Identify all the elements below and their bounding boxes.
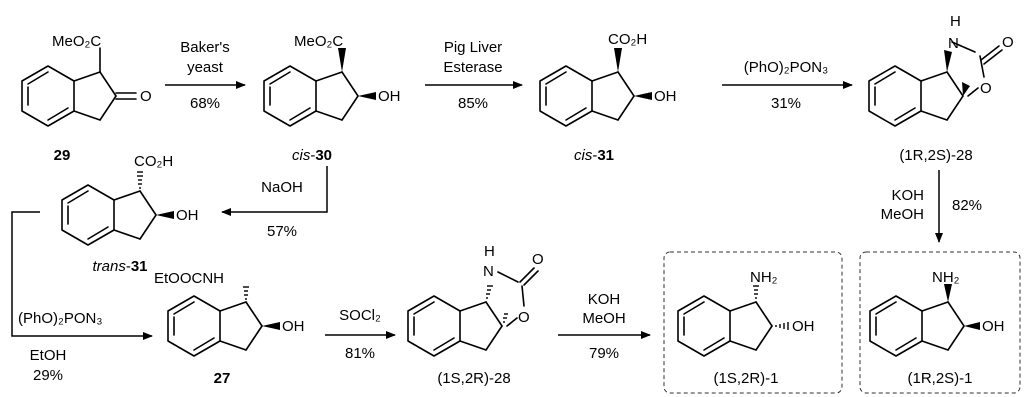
reaction-arrow (221, 166, 328, 216)
compound-cis-31: CO₂H OH cis-31 (539, 31, 677, 164)
reagent-line: Esterase (443, 59, 502, 76)
step-s2: Pig Liver Esterase 85% (425, 39, 523, 112)
wedge-bond (338, 48, 346, 72)
step-s7: SOCl₂ 81% (325, 307, 396, 362)
compound-1S2R-28: N H O O (1S,2R)-28 (407, 243, 544, 387)
hydroxyl-label: OH (282, 318, 305, 335)
amine-label: NH₂ (750, 269, 778, 286)
step-s5: KOH MeOH 82% (881, 170, 982, 243)
wedge-bond (634, 92, 652, 100)
hydroxyl-label: OH (176, 207, 199, 224)
compound-label: cis-30 (292, 147, 332, 164)
indane-skeleton (868, 41, 1003, 127)
compound-label: trans-31 (92, 258, 147, 275)
hydroxyl-label: OH (792, 318, 815, 335)
substituent-label: MeO₂C (294, 33, 343, 50)
reagent-line: Baker's (180, 39, 230, 56)
compound-1S2R-1: NH₂ OH (1S,2R)-1 (663, 251, 843, 394)
nitrogen-label: N (948, 35, 959, 52)
ring-oxygen-label: O (518, 309, 530, 326)
wedge-bond (964, 322, 980, 330)
yield-label: 31% (771, 95, 801, 112)
compound-label: cis-31 (574, 147, 614, 164)
reagent-line: (PhO)₂PON₃ (744, 59, 828, 76)
amine-label: NH₂ (932, 269, 960, 286)
highlight-box (859, 251, 1021, 394)
substituent-label: CO₂H (608, 31, 647, 48)
indane-skeleton (677, 295, 773, 357)
hydrogen-label: H (484, 243, 495, 260)
ring-oxygen-label: O (980, 80, 992, 97)
hydroxyl-label: OH (654, 88, 677, 105)
substituent-label: EtOOCNH (154, 270, 224, 287)
reagent-line: EtOH (30, 347, 67, 364)
carbonyl-oxygen-label: O (532, 251, 544, 268)
indane-skeleton (407, 267, 539, 357)
compound-label: (1R,2S)-1 (907, 370, 972, 387)
wedge-bond (944, 50, 952, 72)
reagent-line: KOH (588, 291, 621, 308)
compound-label: 27 (214, 370, 231, 387)
indane-skeleton (167, 295, 263, 357)
highlight-box (663, 251, 843, 394)
yield-label: 29% (33, 367, 63, 384)
reagent-line: (PhO)₂PON₃ (18, 310, 102, 327)
hydroxyl-label: OH (982, 318, 1005, 335)
compound-1R2S-1: NH₂ OH (1R,2S)-1 (859, 251, 1021, 394)
wedge-bond (962, 82, 970, 96)
hashed-bond (137, 171, 143, 189)
hashed-bond (503, 313, 508, 323)
compound-1R2S-28: N H O O (1R,2S)-28 (868, 13, 1014, 164)
carbonyl-label: O (140, 88, 152, 105)
indane-skeleton (869, 295, 965, 357)
compound-label: (1R,2S)-28 (899, 147, 972, 164)
reaction-arrow (11, 211, 153, 340)
nitrogen-label: N (483, 263, 494, 280)
hydrogen-label: H (950, 13, 961, 30)
step-s4: NaOH 57% (221, 166, 328, 240)
compound-label: (1S,2R)-1 (713, 370, 778, 387)
reagent-line: yeast (187, 59, 224, 76)
step-s6: (PhO)₂PON₃ EtOH 29% (11, 211, 153, 384)
yield-label: 79% (589, 345, 619, 362)
yield-label: 81% (345, 345, 375, 362)
hashed-bond (775, 322, 789, 330)
substituent-label: CO₂H (134, 153, 173, 170)
reagent-line: NaOH (261, 179, 303, 196)
compound-27: EtOOCNH OH 27 (154, 270, 305, 387)
wedge-bond (944, 284, 952, 302)
hydroxyl-label: OH (378, 88, 401, 105)
step-s3: (PhO)₂PON₃ 31% (722, 59, 853, 112)
wedge-bond (156, 211, 174, 219)
step-s1: Baker's yeast 68% (165, 39, 246, 112)
yield-label: 68% (190, 95, 220, 112)
reagent-line: Pig Liver (444, 39, 502, 56)
hashed-bond (753, 285, 759, 299)
step-s8: KOH MeOH 79% (558, 291, 651, 362)
yield-label: 85% (458, 95, 488, 112)
reagent-line: KOH (891, 187, 924, 204)
compound-29: MeO₂C O 29 (21, 33, 152, 164)
reagent-line: SOCl₂ (339, 307, 381, 324)
carbonyl-oxygen-label: O (1002, 34, 1014, 51)
indane-skeleton (263, 65, 359, 127)
hashed-bond (486, 285, 493, 299)
wedge-bond (262, 322, 280, 330)
substituent-label: MeO₂C (52, 33, 101, 50)
yield-label: 82% (952, 197, 982, 214)
hashed-bond (243, 286, 249, 300)
wedge-bond (358, 92, 376, 100)
indane-skeleton (61, 184, 157, 246)
reagent-line: MeOH (881, 206, 924, 223)
compound-cis-30: MeO₂C OH cis-30 (263, 33, 401, 164)
indane-skeleton (539, 65, 635, 127)
yield-label: 57% (267, 223, 297, 240)
reagent-line: MeOH (582, 310, 625, 327)
indane-skeleton (21, 47, 137, 127)
compound-trans-31: CO₂H OH trans-31 (61, 153, 199, 275)
compound-label: 29 (54, 147, 71, 164)
wedge-bond (614, 48, 622, 72)
compound-label: (1S,2R)-28 (437, 370, 510, 387)
